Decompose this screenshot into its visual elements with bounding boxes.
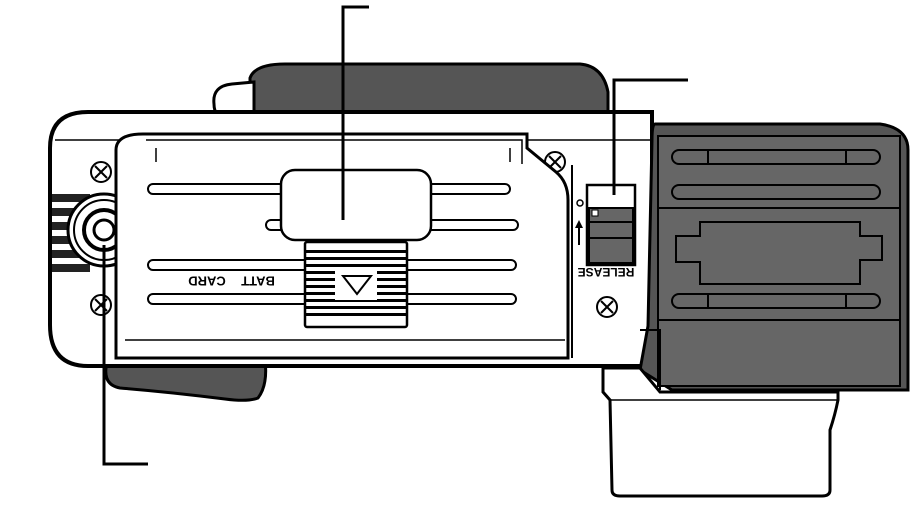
- screw-icon: [90, 161, 112, 183]
- door-slide-tab: [303, 240, 409, 329]
- screw-icon: [90, 294, 112, 316]
- open-arrow-icon: [340, 275, 374, 296]
- callout-tripod: [102, 245, 148, 466]
- lock-indicator-icon: [591, 209, 599, 217]
- lcd-panel: [638, 122, 910, 392]
- grip-shadow: [104, 358, 268, 402]
- release-latch: [575, 183, 637, 267]
- callout-release: [612, 78, 688, 195]
- batt-label: BATT: [241, 274, 275, 289]
- door-center-pad: [279, 168, 433, 242]
- callout-lines: [102, 5, 688, 466]
- release-label: RELEASE: [578, 265, 635, 279]
- top-hump: [248, 62, 610, 124]
- screw-icon: [596, 296, 618, 318]
- card-label: CARD: [188, 274, 226, 289]
- callout-door: [341, 5, 369, 220]
